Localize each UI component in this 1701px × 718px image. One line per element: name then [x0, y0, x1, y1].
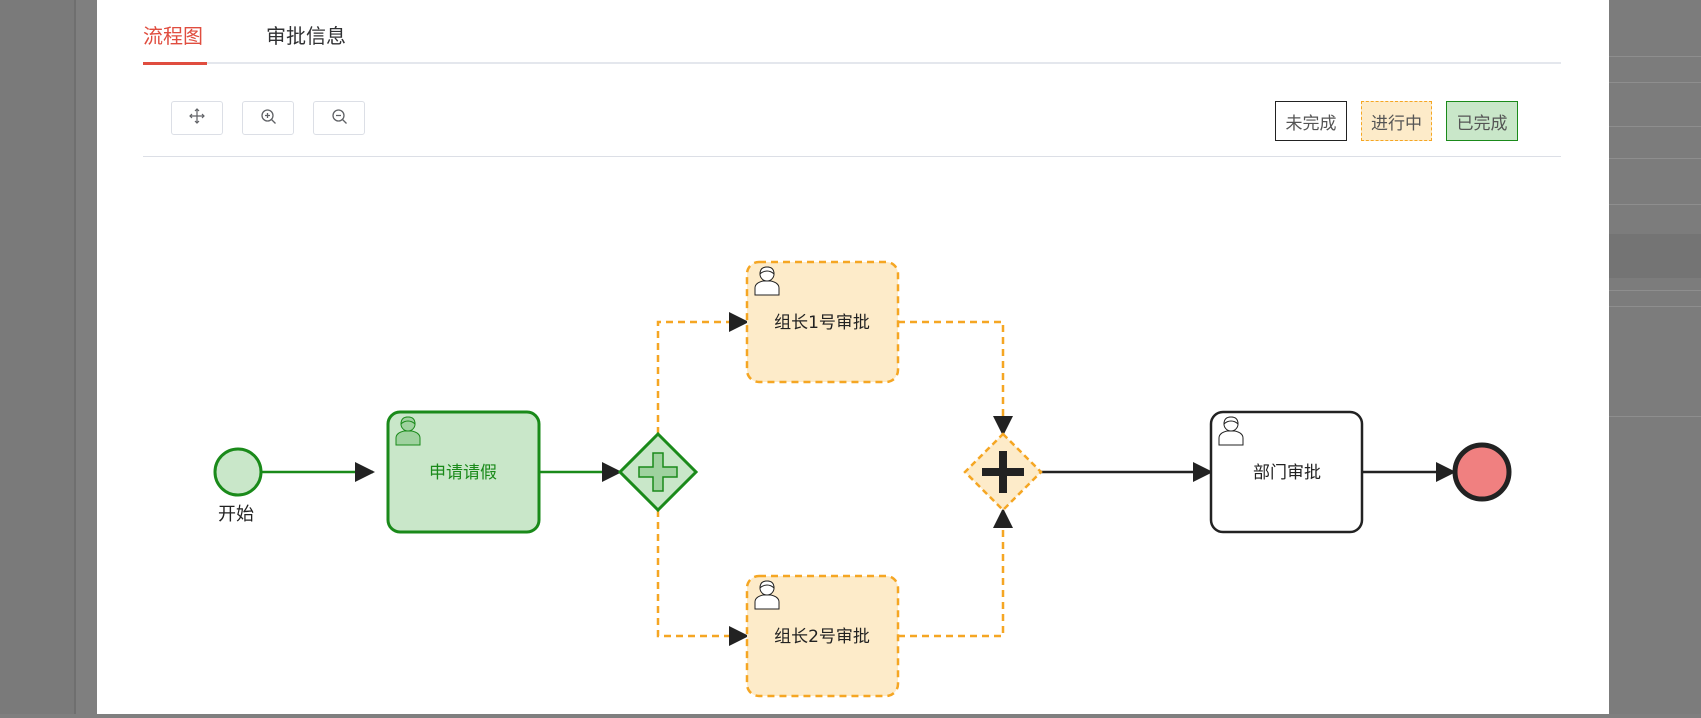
- task-leader1-approval[interactable]: 组长1号审批: [745, 260, 900, 384]
- legend-pending: 未完成: [1275, 101, 1347, 141]
- tab-approval-info[interactable]: 审批信息: [266, 24, 346, 48]
- move-button[interactable]: [171, 101, 223, 135]
- task-leader2-label: 组长2号审批: [774, 627, 870, 647]
- background-overlay-left: [0, 0, 76, 714]
- process-dialog: 流程图 审批信息: [97, 0, 1609, 714]
- zoom-in-button[interactable]: [242, 101, 294, 135]
- tab-active-indicator: [143, 62, 207, 65]
- bpmn-canvas: 开始 申请请假 组长1号审批 组长2号审批: [97, 158, 1609, 714]
- legend-completed: 已完成: [1446, 101, 1518, 141]
- plus-icon: [982, 451, 1024, 493]
- task-apply-leave[interactable]: 申请请假: [386, 410, 541, 534]
- tab-bar: 流程图 审批信息: [143, 0, 1561, 66]
- bpmn-diagram: 开始 申请请假 组长1号审批 组长2号审批: [213, 260, 1512, 698]
- background-overlay-right: [1609, 0, 1701, 714]
- task-leader1-label: 组长1号审批: [774, 313, 870, 333]
- task-department-label: 部门审批: [1253, 463, 1321, 483]
- task-department-approval[interactable]: 部门审批: [1209, 410, 1364, 534]
- start-event-label: 开始: [218, 504, 254, 525]
- zoom-out-button[interactable]: [313, 101, 365, 135]
- toolbar-divider: [143, 156, 1561, 157]
- zoom-out-icon: [331, 108, 348, 129]
- task-leader2-approval[interactable]: 组长2号审批: [745, 574, 900, 698]
- background-edge: [74, 0, 76, 714]
- parallel-gateway-join[interactable]: [963, 432, 1043, 512]
- legend-in-progress: 进行中: [1361, 101, 1432, 141]
- tab-divider: [143, 62, 1561, 64]
- parallel-gateway-fork[interactable]: [617, 431, 699, 513]
- flow-fork-to-leader1: [656, 312, 749, 434]
- diagram-toolbar: 未完成 进行中 已完成: [143, 66, 1561, 158]
- flow-fork-to-leader2: [656, 510, 749, 646]
- task-apply-leave-label: 申请请假: [429, 463, 497, 483]
- start-event[interactable]: [213, 447, 263, 497]
- flow-leader2-to-join: [898, 508, 1013, 638]
- tab-flowchart[interactable]: 流程图: [143, 24, 203, 48]
- move-icon: [189, 108, 205, 128]
- end-event[interactable]: [1452, 442, 1512, 502]
- flow-leader1-to-join: [898, 320, 1013, 436]
- zoom-in-icon: [260, 108, 277, 129]
- plus-icon: [638, 452, 678, 492]
